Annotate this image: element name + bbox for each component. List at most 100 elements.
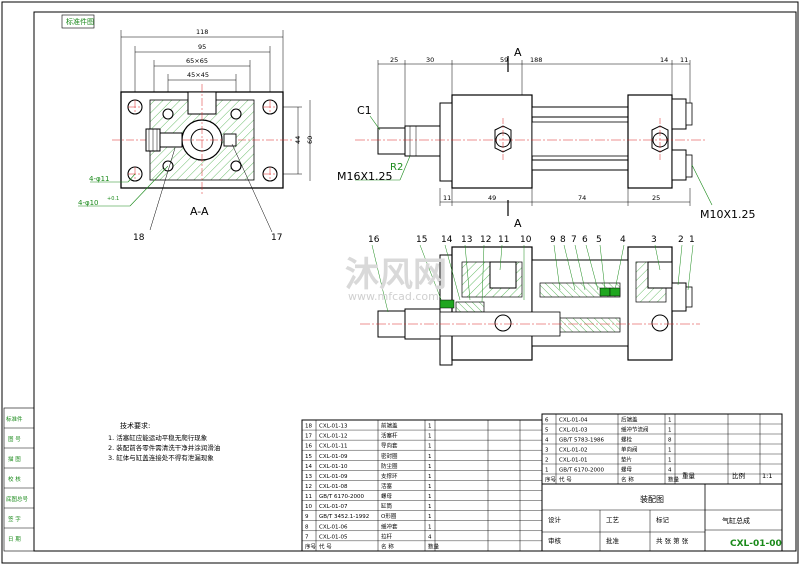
bom-left-cell-qty: 1	[428, 474, 432, 480]
dim-65x65: 65×65	[186, 57, 208, 65]
bom-right-cell-code: CXL-01-04	[559, 418, 588, 424]
callout-17: 17	[271, 233, 282, 243]
bom-right-cell-name: 名 称	[621, 476, 634, 484]
strip-6: 日 期	[8, 536, 21, 543]
dim-118: 118	[196, 28, 208, 36]
callout-5: 5	[596, 235, 602, 245]
bom-right-cell-name: 螺栓	[621, 436, 633, 444]
bom-left-cell-name: 活塞杆	[381, 432, 398, 440]
callout-11: 11	[498, 235, 509, 245]
callout-3: 3	[651, 235, 657, 245]
bom-left-cell-name: 螺母	[381, 492, 393, 500]
callout-6: 6	[582, 235, 588, 245]
holes-4phi10: 4-φ10	[78, 199, 99, 207]
bom-left-cell-qty: 1	[428, 454, 432, 460]
dim-60: 60	[306, 136, 314, 144]
tb-designer: 设计	[548, 515, 562, 524]
bom-right-cell-no: 3	[545, 448, 549, 454]
dim-49: 49	[488, 194, 496, 202]
bom-right-cell-name: 缓冲节流阀	[621, 426, 649, 434]
strip-4: 底图总号	[6, 495, 29, 503]
bom-right-cell-qty: 数量	[668, 476, 680, 484]
bom-left-cell-code: CXL-01-11	[319, 444, 348, 450]
bom-left-cell-name: 前端盖	[381, 422, 398, 430]
tb-weight: 重量	[682, 472, 696, 480]
tb-sheet: 共 张 第 张	[656, 536, 689, 545]
bom-left-cell-code: CXL-01-07	[319, 504, 348, 510]
bom-left-cell-no: 序号	[305, 542, 317, 550]
dim-44: 44	[294, 136, 302, 144]
dim-45x45: 45×45	[187, 71, 209, 79]
callout-13: 13	[461, 235, 472, 245]
bom-left-cell-name: 名 称	[381, 542, 394, 550]
bom-right-cell-qty: 8	[668, 438, 672, 444]
tech-req-1: 1. 活塞缸应能运动平稳无爬行现象	[108, 433, 208, 442]
bom-right-cell-no: 5	[545, 428, 549, 434]
callout-18: 18	[133, 233, 145, 243]
strip-1: 图 号	[8, 435, 21, 443]
bom-left-cell-name: 缸筒	[381, 502, 393, 510]
thread-m10: M10X1.25	[700, 208, 756, 221]
tb-ratio: 1:1	[762, 472, 772, 480]
bom-right-cell-code: 代 号	[559, 476, 572, 484]
bom-left-cell-code: CXL-01-09	[319, 454, 348, 460]
bom-right-cell-no: 4	[545, 438, 549, 444]
watermark: 沐风网 www.mfcad.com	[345, 255, 447, 303]
section-view-assembly	[360, 246, 700, 366]
bom-left-cell-name: 活塞	[381, 482, 393, 490]
callout-8: 8	[560, 235, 566, 245]
top-tab-label: 标准件图	[66, 17, 94, 26]
bom-right-cell-qty: 1	[668, 458, 672, 464]
bom-left-cell-no: 7	[305, 534, 309, 540]
bom-left-cell-code: CXL-01-12	[319, 434, 348, 440]
bom-left-cell-name: 支撑环	[381, 472, 398, 480]
bom-left-cell-qty: 1	[428, 424, 432, 430]
bom-left-cell-qty: 1	[428, 464, 432, 470]
bom-right-cell-no: 1	[545, 468, 549, 474]
right-view-elevation: 25 30 59 188 14 11 A A	[337, 46, 756, 230]
bom-left-cell-qty: 4	[428, 534, 432, 540]
bom-left-cell-code: GB/T 6170-2000	[319, 494, 364, 500]
tb-approve: 批准	[606, 536, 620, 545]
part-callouts: 16 15 14 13 12 11 10 9 8 7 6 5 4 3 2 1	[368, 235, 695, 313]
dim-30: 30	[426, 56, 434, 64]
bom-right-cell-name: 后端盖	[621, 416, 638, 424]
left-view-section-aa: 118 95 65×65 45×45	[78, 28, 314, 243]
bom-left-cell-name: O形圈	[381, 512, 397, 520]
bom-right-cell-code: CXL-01-02	[559, 448, 588, 454]
strip-0: 标准件	[6, 415, 23, 423]
callout-10: 10	[520, 235, 532, 245]
callout-12: 12	[480, 235, 491, 245]
bom-left-cell-name: 防尘圈	[381, 462, 398, 470]
bom-right-cell-qty: 1	[668, 428, 672, 434]
dim-14: 14	[660, 56, 668, 64]
tb-ratio-label: 比例	[732, 471, 745, 480]
bom-right-cell-code: GB/T 5783-1986	[559, 438, 604, 444]
holes-tolerance: +0.1	[107, 196, 119, 202]
tech-req-title: 技术要求:	[120, 421, 150, 430]
bom-left-cell-name: 缓冲套	[381, 522, 398, 530]
strip-2: 描 图	[8, 455, 21, 463]
bom-left-cell-no: 15	[305, 454, 312, 460]
callout-16: 16	[368, 235, 380, 245]
tech-req-2: 2. 装配前各零件需清洗干净并涂润滑油	[108, 443, 220, 452]
bom-right-cell-name: 垫片	[621, 456, 632, 464]
label-r2: R2	[390, 162, 403, 173]
holes-4phi11: 4-φ11	[89, 175, 110, 183]
bom-left-cell-no: 8	[305, 524, 309, 530]
watermark-url: www.mfcad.com	[348, 290, 439, 303]
dim-11: 11	[680, 56, 688, 64]
drawing-name: 装配图	[640, 494, 664, 504]
bom-left-cell-code: CXL-01-09	[319, 474, 348, 480]
bom-left-cell-code: 代 号	[319, 542, 332, 550]
section-label-aa: A-A	[190, 205, 209, 218]
callout-2: 2	[678, 235, 684, 245]
callout-7: 7	[571, 235, 577, 245]
bom-left-cell-qty: 1	[428, 524, 432, 530]
left-strip-table: 标准件 图 号 描 图 校 核 底图总号 签 字 日 期	[3, 407, 35, 552]
bom-left-cell-name: 导向套	[381, 442, 398, 450]
strip-5: 签 字	[8, 515, 21, 523]
bom-left-cell-no: 11	[305, 494, 312, 500]
